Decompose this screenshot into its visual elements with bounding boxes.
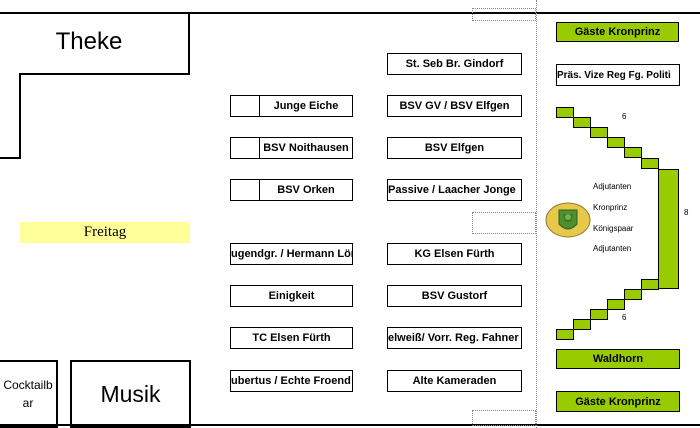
aisle-marker-bottom [472, 410, 536, 426]
theke-outline [0, 12, 190, 159]
table-left-5: Einigkeit [230, 285, 353, 307]
seat [590, 127, 608, 138]
table-right-6: BSV Gustorf [387, 285, 522, 307]
table-left-6: TC Elsen Fürth [230, 327, 353, 349]
seat [607, 299, 625, 310]
seat-count-bottom: 6 [622, 313, 627, 322]
table-left-2: BSV Noithausen [259, 137, 353, 159]
seat-count-top: 6 [622, 112, 627, 121]
table-right-8: Alte Kameraden [387, 370, 522, 392]
seat [590, 309, 608, 320]
table-left-7: ubertus / Echte Froend [230, 370, 353, 392]
seat [573, 319, 591, 330]
aisle-marker-top [472, 8, 536, 21]
divider-line [536, 0, 537, 428]
seat [641, 279, 659, 290]
adjutanten-label-2: Adjutanten [593, 244, 632, 253]
floor-plan-frame [0, 12, 700, 426]
freitag-label: Freitag [20, 222, 190, 243]
gaeste-kronprinz-bottom: Gäste Kronprinz [556, 391, 680, 412]
table-right-1: St. Seb Br. Gindorf [387, 53, 522, 75]
seat [624, 289, 642, 300]
table-right-5: KG Elsen Fürth [387, 243, 522, 265]
table-right-7: elweiß/ Vorr. Reg. Fahner [387, 327, 522, 349]
seat-count-side: 8 [684, 208, 689, 217]
adjutanten-label-1: Adjutanten [593, 182, 632, 191]
table-right-4: Passive / Laacher Jonge [387, 179, 522, 201]
musik-area: Musik [70, 360, 191, 428]
koenigspaar-label: Königspaar [593, 224, 634, 233]
waldhorn-table: Waldhorn [556, 349, 680, 369]
seat [573, 117, 591, 128]
aisle-marker-middle [472, 212, 536, 234]
musik-label: Musik [100, 380, 161, 407]
cocktailbar-area: Cocktailb ar [0, 360, 58, 428]
gaeste-kronprinz-top: Gäste Kronprinz [556, 22, 679, 42]
table-left-3: BSV Orken [259, 179, 353, 201]
seat [641, 158, 659, 169]
seat [556, 329, 574, 340]
table-marker [230, 95, 260, 117]
table-left-1: Junge Eiche [259, 95, 353, 117]
seat [624, 147, 642, 158]
kronprinz-label: Kronprinz [593, 203, 628, 212]
table-right-3: BSV Elfgen [387, 137, 522, 159]
praesidium-table: Präs. Vize Reg Fg. Politi [556, 64, 680, 86]
side-table [658, 169, 679, 289]
table-marker [230, 179, 260, 201]
theke-label: Theke [55, 28, 123, 55]
seat [556, 107, 574, 118]
cocktailbar-label: Cocktailb ar [3, 378, 53, 410]
seat [607, 137, 625, 148]
table-right-2: BSV GV / BSV Elfgen [387, 95, 522, 117]
table-marker [230, 137, 260, 159]
coat-of-arms-icon [545, 202, 591, 238]
table-left-4: ugendgr. / Hermann Lön [230, 243, 353, 265]
